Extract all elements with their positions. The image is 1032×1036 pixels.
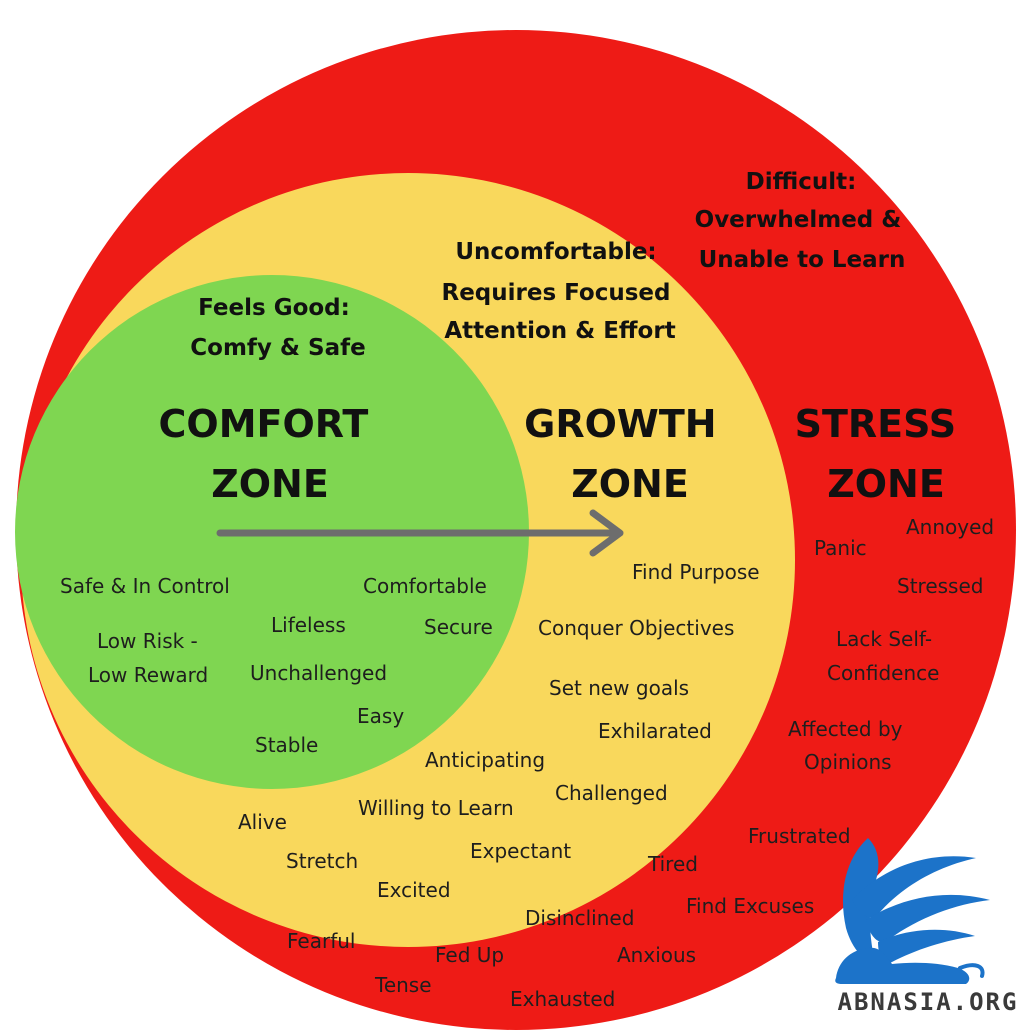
winged-lion-icon — [835, 838, 990, 984]
growth-title-line: ZONE — [571, 462, 689, 506]
word-label: Tired — [647, 852, 698, 876]
stress-heading-line: Unable to Learn — [699, 247, 906, 273]
word-label: Tense — [374, 973, 432, 997]
growth-title-line: GROWTH — [524, 402, 716, 446]
word-label: Annoyed — [906, 515, 994, 539]
word-label: Exhilarated — [598, 719, 712, 743]
stress-heading-line: Difficult: — [746, 169, 857, 195]
growth-heading-line: Uncomfortable: — [455, 239, 656, 265]
word-label: Anticipating — [425, 748, 545, 772]
word-label: Expectant — [470, 839, 571, 863]
word-label: Fed Up — [435, 943, 504, 967]
word-label: Find Excuses — [686, 894, 814, 918]
word-label: Excited — [377, 878, 451, 902]
comfort-heading-line: Feels Good: — [198, 295, 350, 321]
comfort-heading-line: Comfy & Safe — [190, 335, 365, 361]
growth-zone-heading: Uncomfortable: Requires Focused Attentio… — [441, 239, 678, 344]
word-label: Frustrated — [748, 824, 851, 848]
growth-heading-line: Requires Focused — [441, 280, 670, 306]
logo-text: ABNASIA.ORG — [838, 988, 1019, 1016]
stress-zone-heading: Difficult: Overwhelmed & Unable to Learn — [695, 169, 910, 273]
stress-title-line: STRESS — [795, 402, 957, 446]
site-logo: ABNASIA.ORG — [835, 838, 1019, 1016]
growth-zone-words: Find Purpose Conquer Objectives Set new … — [238, 560, 760, 902]
growth-zone-title: GROWTH ZONE — [524, 402, 730, 506]
word-label: Willing to Learn — [358, 796, 514, 820]
stress-heading-line: Overwhelmed & — [695, 207, 902, 233]
word-label: Secure — [424, 615, 493, 639]
word-label: Low Risk - — [97, 629, 198, 653]
word-label: Lifeless — [271, 613, 346, 637]
stress-zone-words: Annoyed Panic Stressed Lack Self- Confid… — [287, 515, 994, 1011]
word-label: Safe & In Control — [60, 574, 230, 598]
word-label: Confidence — [827, 661, 939, 685]
stress-zone-title: STRESS ZONE — [795, 402, 970, 506]
word-label: Disinclined — [525, 906, 634, 930]
word-label: Stressed — [897, 574, 983, 598]
word-label: Stable — [255, 733, 318, 757]
word-label: Set new goals — [549, 676, 689, 700]
word-label: Panic — [814, 536, 867, 560]
word-label: Fearful — [287, 929, 355, 953]
word-label: Lack Self- — [836, 627, 932, 651]
word-label: Comfortable — [363, 574, 487, 598]
comfort-title-line: ZONE — [211, 462, 329, 506]
word-label: Conquer Objectives — [538, 616, 734, 640]
word-label: Find Purpose — [632, 560, 760, 584]
word-label: Affected by — [788, 717, 903, 741]
word-label: Alive — [238, 810, 287, 834]
stress-title-line: ZONE — [827, 462, 945, 506]
word-label: Opinions — [804, 750, 892, 774]
growth-heading-line: Attention & Effort — [444, 318, 675, 344]
word-label: Unchallenged — [250, 661, 387, 685]
word-label: Low Reward — [88, 663, 208, 687]
comfort-title-line: COMFORT — [159, 402, 369, 446]
word-label: Anxious — [617, 943, 696, 967]
word-label: Challenged — [555, 781, 668, 805]
comfort-zone-words: Safe & In Control Comfortable Lifeless S… — [60, 574, 493, 757]
word-label: Easy — [357, 704, 404, 728]
comfort-zone-title: COMFORT ZONE — [159, 402, 382, 506]
word-label: Stretch — [286, 849, 358, 873]
comfort-zone-heading: Feels Good: Comfy & Safe — [190, 295, 365, 361]
word-label: Exhausted — [510, 987, 615, 1011]
growth-arrow — [216, 509, 624, 557]
